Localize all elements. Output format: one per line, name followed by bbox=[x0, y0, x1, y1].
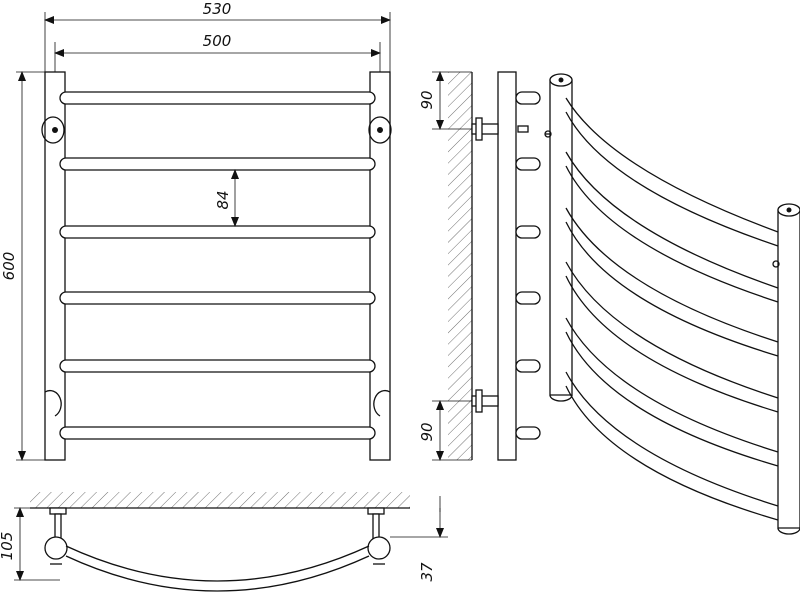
dimension-mount-top: 90 bbox=[418, 71, 472, 130]
rung bbox=[59, 426, 376, 440]
top-curved-rung bbox=[65, 545, 370, 582]
rung bbox=[59, 91, 376, 105]
top-wall-hatch bbox=[30, 492, 410, 508]
perspective-view bbox=[544, 73, 800, 535]
dimension-depth: 105 bbox=[0, 507, 60, 581]
perspective-right-pipe bbox=[777, 209, 800, 529]
rung bbox=[59, 359, 376, 373]
perspective-left-pipe bbox=[549, 79, 573, 396]
top-left-pipe-end bbox=[44, 536, 68, 560]
left-vertical-pipe bbox=[44, 71, 66, 461]
dim-label-90-top: 90 bbox=[418, 90, 436, 109]
dimension-pipe-width: 500 bbox=[54, 32, 381, 57]
dimension-rung-spacing: 84 bbox=[214, 169, 239, 227]
perspective-curved-rungs bbox=[565, 97, 779, 521]
side-vertical-pipe bbox=[497, 71, 517, 461]
dim-label-530: 530 bbox=[203, 0, 232, 18]
dimension-height: 600 bbox=[0, 71, 45, 461]
dimension-wall-offset: 37 bbox=[390, 496, 448, 582]
dimension-overall-width: 530 bbox=[44, 0, 391, 24]
dim-label-84: 84 bbox=[214, 190, 232, 209]
dim-label-90-bottom: 90 bbox=[418, 422, 436, 441]
front-view: 530 500 84 bbox=[0, 0, 392, 461]
dim-label-105: 105 bbox=[0, 532, 16, 561]
rung bbox=[59, 225, 376, 239]
dimension-mount-bottom: 90 bbox=[418, 400, 472, 461]
top-view: 105 37 bbox=[0, 492, 448, 592]
right-vertical-pipe bbox=[369, 71, 391, 461]
rung bbox=[59, 157, 376, 171]
front-rungs bbox=[59, 91, 376, 440]
rung bbox=[59, 291, 376, 305]
top-right-pipe-end bbox=[367, 536, 391, 560]
dim-label-500: 500 bbox=[203, 32, 232, 50]
dim-label-600: 600 bbox=[0, 252, 18, 281]
dim-label-37: 37 bbox=[418, 562, 436, 582]
wall-hatch bbox=[448, 72, 472, 460]
front-wall-brackets bbox=[41, 116, 392, 417]
side-rung-stubs bbox=[515, 91, 541, 440]
side-view: 90 90 bbox=[418, 71, 541, 461]
